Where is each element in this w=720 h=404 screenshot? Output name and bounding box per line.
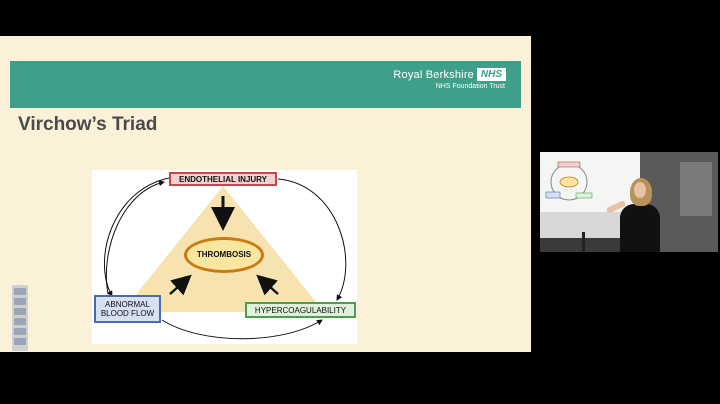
webcam-door	[680, 162, 712, 216]
curve-left-inner	[105, 180, 165, 295]
slides-icon[interactable]	[14, 318, 26, 325]
arrow-left-in	[169, 274, 192, 296]
slide-title: Virchow’s Triad	[18, 114, 158, 135]
brand-name: Royal Berkshire	[393, 69, 474, 81]
virchow-triad-diagram: ENDOTHELIAL INJURY ABNORMAL BLOOD FLOW H…	[92, 170, 357, 344]
mini-triad-icon	[545, 161, 593, 201]
brand-trust: NHS Foundation Trust	[435, 83, 505, 90]
blood-flow-line2: BLOOD FLOW	[100, 309, 155, 318]
curve-top-right	[277, 178, 347, 301]
slideshow-toolbar	[12, 285, 28, 351]
pen-icon[interactable]	[14, 308, 26, 315]
zoom-icon[interactable]	[14, 328, 26, 335]
presentation-slide: Royal Berkshire NHS NHS Foundation Trust…	[0, 36, 531, 352]
arrow-right-in	[256, 274, 279, 296]
more-options-icon[interactable]	[14, 338, 26, 345]
webcam-desk	[540, 238, 640, 252]
presenter-body	[620, 204, 660, 252]
thrombosis-ellipse: THROMBOSIS	[184, 237, 264, 273]
prev-arrow-icon[interactable]	[14, 288, 26, 295]
nhs-logo: NHS	[476, 68, 506, 81]
blood-flow-line1: ABNORMAL	[105, 300, 150, 309]
endothelial-injury-box: ENDOTHELIAL INJURY	[169, 172, 277, 186]
microphone-icon	[582, 232, 585, 252]
slide-header-banner: Royal Berkshire NHS NHS Foundation Trust	[10, 61, 521, 108]
presenter-face	[634, 182, 646, 198]
next-arrow-icon[interactable]	[14, 298, 26, 305]
hypercoagulability-box: HYPERCOAGULABILITY	[245, 302, 356, 318]
curve-bottom	[161, 319, 323, 340]
presenter-webcam-video	[540, 152, 718, 252]
abnormal-blood-flow-box: ABNORMAL BLOOD FLOW	[94, 295, 161, 323]
